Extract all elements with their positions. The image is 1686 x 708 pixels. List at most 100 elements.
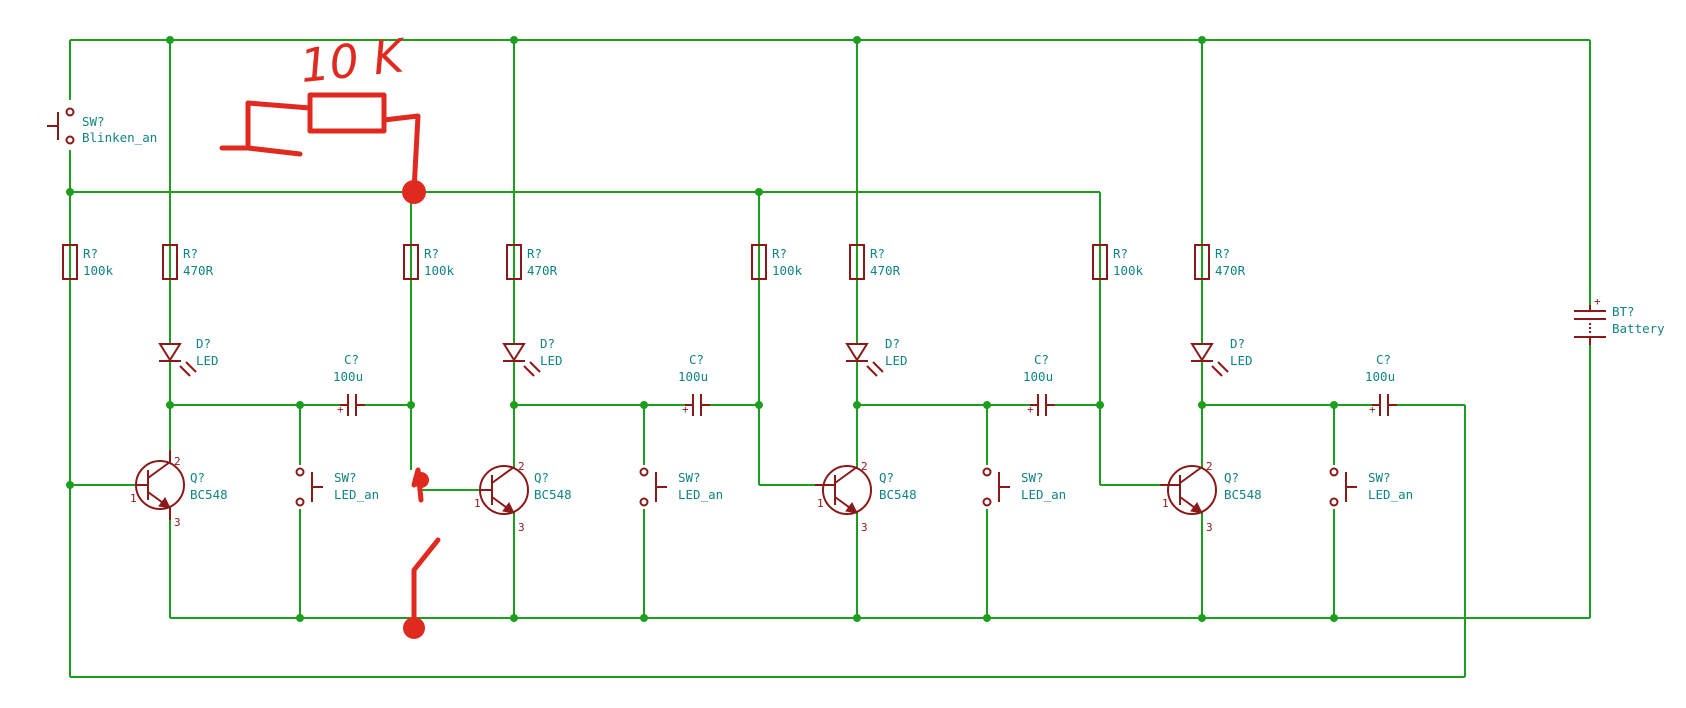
annotation-switch — [411, 467, 441, 628]
resistor-r2-value: 470R — [183, 263, 214, 278]
capacitor-c3-plus: + — [1027, 403, 1034, 416]
battery-bt1[interactable]: + BT? Battery — [1574, 295, 1665, 345]
switch-led-4-value: LED_an — [1368, 487, 1413, 502]
led-d4[interactable]: D? LED — [1190, 336, 1253, 377]
capacitor-c2[interactable]: + C? 100u — [678, 352, 710, 417]
resistor-r8-470r[interactable]: R? 470R — [1194, 244, 1246, 280]
resistor-r2-470r[interactable]: R? 470R — [162, 244, 214, 280]
capacitor-c1[interactable]: + C? 100u — [333, 352, 365, 417]
switch-blinken[interactable]: SW? Blinken_an — [47, 100, 157, 150]
annotation-dot-bottom — [403, 617, 425, 639]
capacitor-c3-value: 100u — [1023, 369, 1053, 384]
transistor-q1-pin-emitter: 3 — [174, 516, 181, 529]
led-d2[interactable]: D? LED — [502, 336, 563, 377]
switch-blinken-ref: SW? — [82, 114, 105, 129]
transistor-q1[interactable]: 1 2 3 Q? BC548 — [130, 450, 228, 529]
resistor-r1-ref: R? — [83, 246, 98, 261]
led-d3[interactable]: D? LED — [845, 336, 908, 377]
transistor-q2-ref: Q? — [534, 470, 549, 485]
resistor-r4-ref: R? — [527, 246, 542, 261]
switch-led-3[interactable]: SW? LED_an — [977, 465, 1066, 509]
capacitor-c2-ref: C? — [689, 352, 704, 367]
led-d4-ref: D? — [1230, 336, 1245, 351]
led-d3-ref: D? — [885, 336, 900, 351]
capacitor-c1-ref: C? — [344, 352, 359, 367]
transistor-q3-pin-collector: 2 — [861, 460, 868, 473]
transistor-q4-pin-base: 1 — [1162, 497, 1169, 510]
resistor-r7-100k[interactable]: R? 100k — [1092, 244, 1144, 280]
transistor-q1-value: BC548 — [190, 487, 228, 502]
led-d1-ref: D? — [196, 336, 211, 351]
transistor-q4-ref: Q? — [1224, 470, 1239, 485]
switch-led-4-ref: SW? — [1368, 470, 1391, 485]
resistor-r1-value: 100k — [83, 263, 114, 278]
annotation-wire-left — [219, 100, 313, 151]
capacitor-c4-value: 100u — [1365, 369, 1395, 384]
transistor-q2-pin-emitter: 3 — [518, 521, 525, 534]
annotation-wire-foot — [245, 145, 303, 157]
switch-led-2-value: LED_an — [678, 487, 723, 502]
resistor-r5-ref: R? — [772, 246, 787, 261]
transistor-q1-pin-base: 1 — [130, 492, 137, 505]
led-d1-value: LED — [196, 353, 219, 368]
battery-value: Battery — [1612, 321, 1665, 336]
annotation-dot-mid — [413, 472, 429, 488]
led-d4-value: LED — [1230, 353, 1253, 368]
transistor-q3[interactable]: 1 2 3 Q? BC548 — [815, 460, 917, 534]
annotation-text: 10 K — [298, 28, 410, 93]
capacitor-c3[interactable]: + C? 100u — [1023, 352, 1055, 417]
transistor-q2[interactable]: 1 2 3 Q? BC548 — [474, 460, 572, 534]
resistor-r7-value: 100k — [1113, 263, 1144, 278]
transistor-q2-value: BC548 — [534, 487, 572, 502]
switch-led-2-ref: SW? — [678, 470, 701, 485]
switch-led-1-value: LED_an — [334, 487, 379, 502]
capacitor-c4-ref: C? — [1376, 352, 1391, 367]
resistor-r3-value: 100k — [424, 263, 455, 278]
led-d3-value: LED — [885, 353, 908, 368]
hand-annotation: 10 K — [219, 28, 441, 639]
resistor-r6-ref: R? — [870, 246, 885, 261]
capacitor-c3-ref: C? — [1034, 352, 1049, 367]
switch-led-4[interactable]: SW? LED_an — [1324, 465, 1413, 509]
transistor-q4[interactable]: 1 2 3 Q? BC548 — [1160, 460, 1262, 534]
capacitor-c1-plus: + — [337, 403, 344, 416]
switch-blinken-value: Blinken_an — [82, 130, 157, 145]
switch-led-1-ref: SW? — [334, 470, 357, 485]
switch-led-1[interactable]: SW? LED_an — [290, 465, 379, 509]
transistor-q4-pin-collector: 2 — [1206, 460, 1213, 473]
annotation-resistor — [307, 92, 387, 134]
transistor-q3-pin-emitter: 3 — [861, 521, 868, 534]
resistor-r3-ref: R? — [424, 246, 439, 261]
transistor-q2-pin-base: 1 — [474, 497, 481, 510]
battery-plus: + — [1594, 295, 1601, 308]
resistor-r7-ref: R? — [1113, 246, 1128, 261]
resistor-r4-470r[interactable]: R? 470R — [506, 244, 558, 280]
led-d2-value: LED — [540, 353, 563, 368]
switch-led-3-ref: SW? — [1021, 470, 1044, 485]
junctions — [66, 36, 1338, 622]
led-d1[interactable]: D? LED — [158, 336, 219, 377]
transistor-q1-ref: Q? — [190, 470, 205, 485]
switch-led-3-value: LED_an — [1021, 487, 1066, 502]
transistor-q4-value: BC548 — [1224, 487, 1262, 502]
capacitor-c2-value: 100u — [678, 369, 708, 384]
resistor-r1-100k[interactable]: R? 100k — [62, 244, 114, 280]
capacitor-c4-plus: + — [1369, 403, 1376, 416]
resistor-r6-value: 470R — [870, 263, 901, 278]
transistor-q3-value: BC548 — [879, 487, 917, 502]
resistor-r8-value: 470R — [1215, 263, 1246, 278]
transistor-q3-ref: Q? — [879, 470, 894, 485]
resistor-r6-470r[interactable]: R? 470R — [849, 244, 901, 280]
resistor-r4-value: 470R — [527, 263, 558, 278]
switch-led-2[interactable]: SW? LED_an — [634, 465, 723, 509]
annotation-wire-right — [381, 113, 421, 193]
transistor-q1-pin-collector: 2 — [174, 455, 181, 468]
capacitor-c2-plus: + — [682, 403, 689, 416]
resistor-r8-ref: R? — [1215, 246, 1230, 261]
resistor-r3-100k[interactable]: R? 100k — [403, 244, 455, 280]
annotation-dot-top — [402, 180, 426, 204]
capacitor-c4[interactable]: + C? 100u — [1365, 352, 1397, 417]
resistor-r5-100k[interactable]: R? 100k — [751, 244, 803, 280]
transistor-q4-pin-emitter: 3 — [1206, 521, 1213, 534]
